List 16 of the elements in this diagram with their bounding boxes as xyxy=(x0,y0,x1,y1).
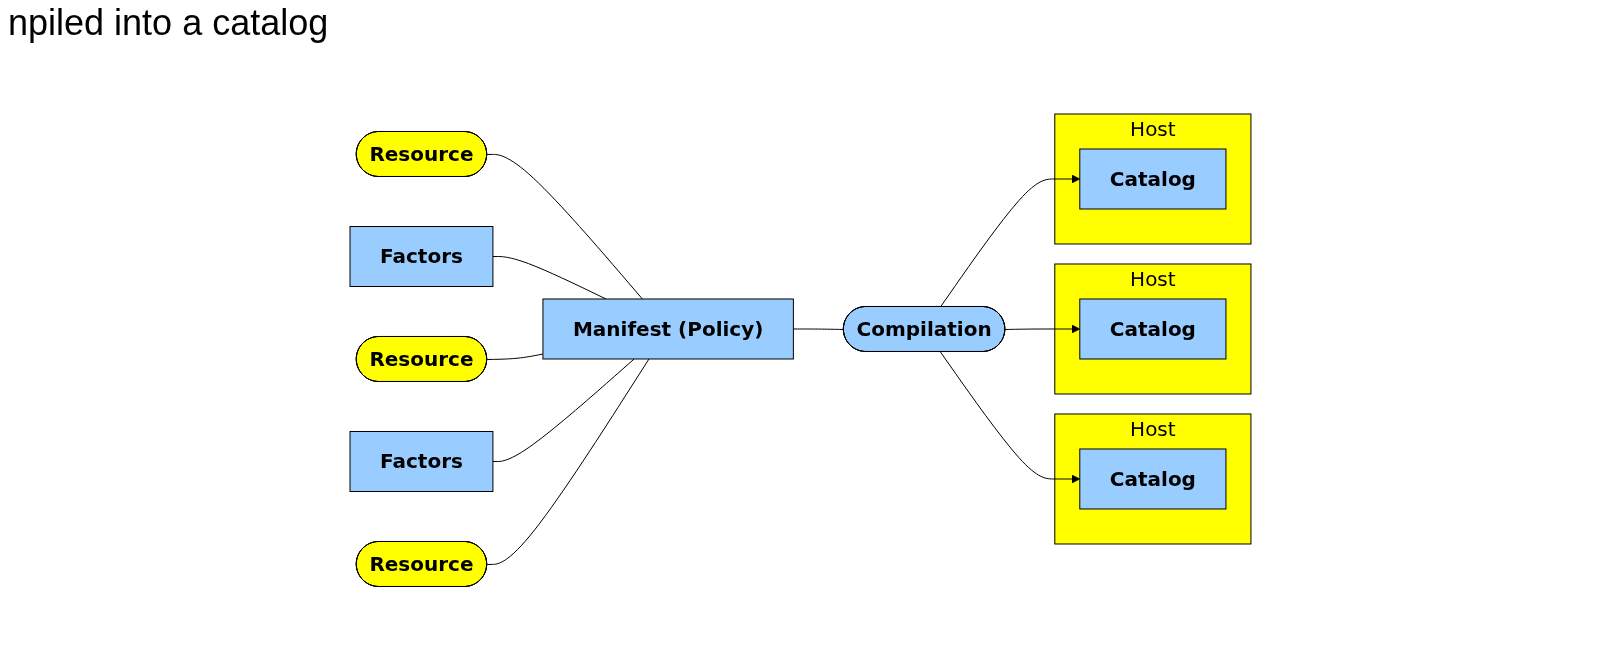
node-box: Catalog xyxy=(1078,148,1226,210)
heading-text: npiled into a catalog xyxy=(8,2,329,44)
node-box: Factors xyxy=(349,225,493,287)
connector xyxy=(792,328,844,330)
node-box: Catalog xyxy=(1078,298,1226,360)
arrow xyxy=(1004,324,1080,334)
connector xyxy=(486,353,543,360)
connector xyxy=(486,358,649,565)
node-box: Manifest (Policy) xyxy=(541,298,794,360)
arrow xyxy=(939,351,1080,484)
arrow xyxy=(939,174,1080,308)
connector xyxy=(491,358,635,462)
node-box: Catalog xyxy=(1078,448,1226,510)
connector xyxy=(491,255,606,300)
node-box: Factors xyxy=(349,430,493,492)
connector xyxy=(486,153,643,300)
